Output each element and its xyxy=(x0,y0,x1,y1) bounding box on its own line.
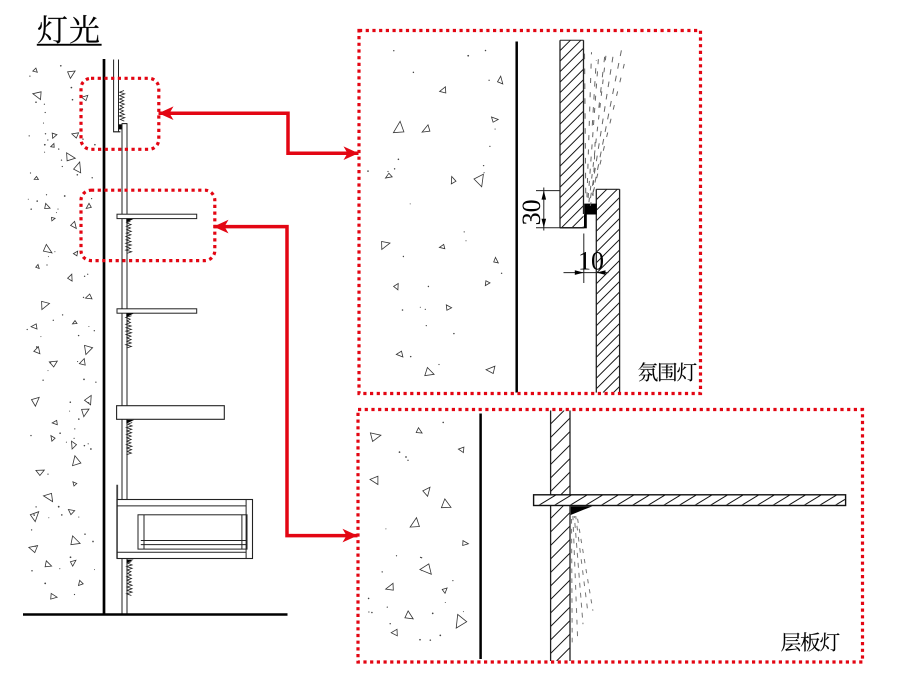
svg-text:30: 30 xyxy=(517,199,546,225)
svg-text:10: 10 xyxy=(578,247,604,276)
